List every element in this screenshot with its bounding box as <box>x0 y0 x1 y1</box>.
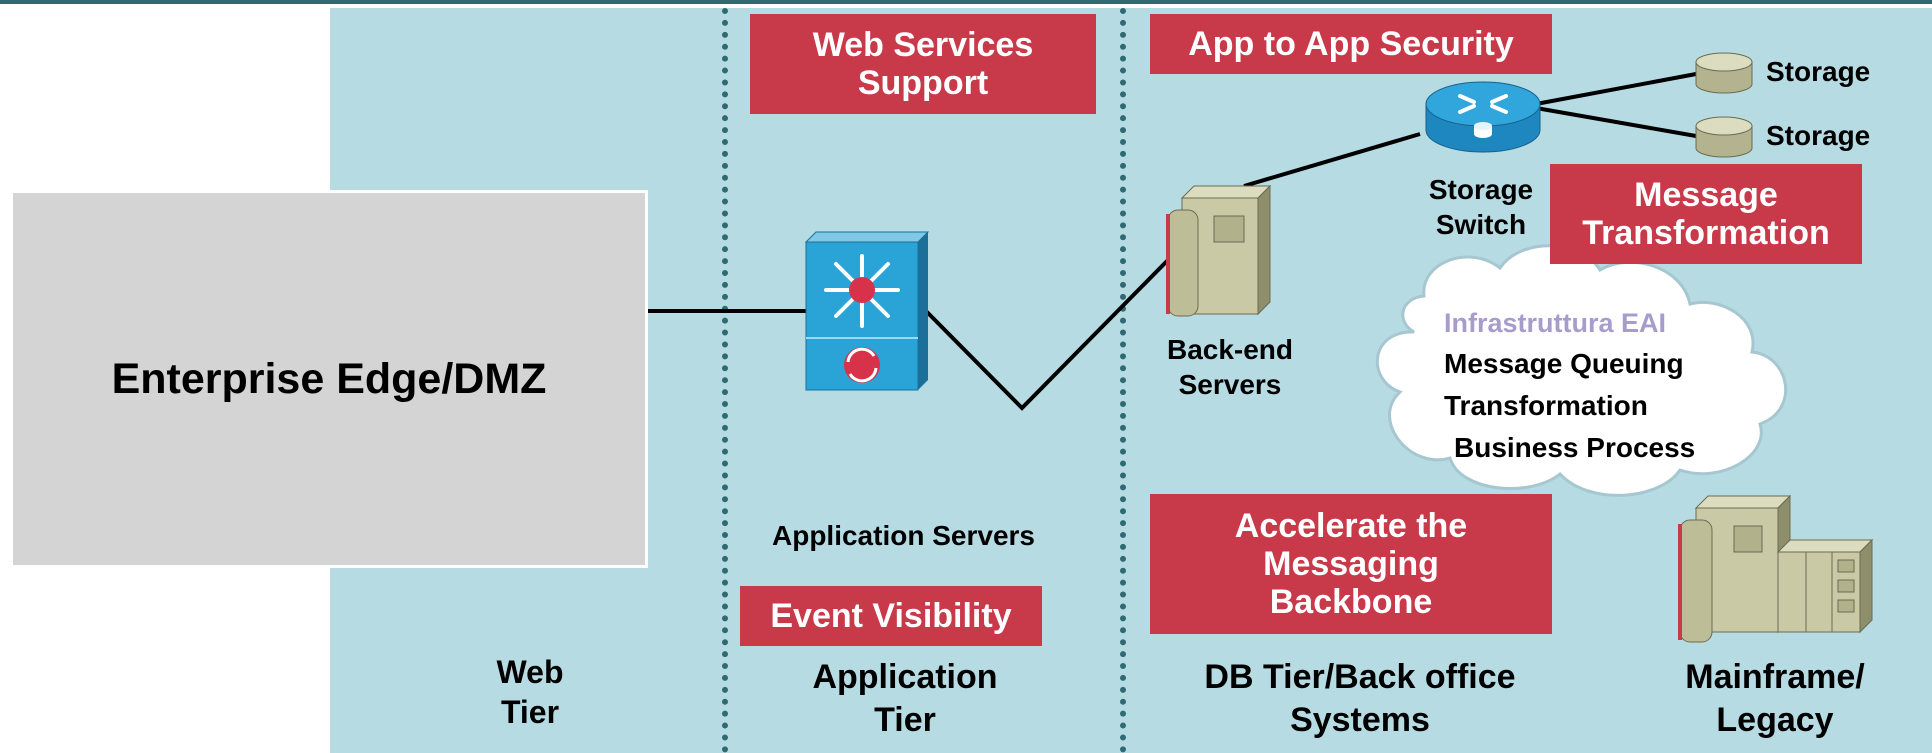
cloud-line-2: Transformation <box>1444 390 1648 421</box>
backend-switch-link-line <box>1243 132 1421 188</box>
multilayer-switch-icon <box>804 231 930 391</box>
application-tier-label-line2: Tier <box>874 700 936 739</box>
application-servers-label: Application Servers <box>772 520 1035 551</box>
application-tier-label: Application Tier <box>800 656 1010 741</box>
storage-disk-icon <box>1695 116 1753 158</box>
web-tier-label: Web Tier <box>470 652 590 732</box>
switch-storage1-line <box>1535 72 1697 106</box>
db-tier-label-line1: DB Tier/Back office <box>1204 658 1516 696</box>
mainframe-tier-label-line2: Legacy <box>1716 700 1834 739</box>
storage-switch-label-line2: Switch <box>1435 209 1527 240</box>
backend-servers-label-line1: Back-end <box>1166 334 1294 365</box>
backend-servers-label: Back-end Servers <box>1160 332 1300 402</box>
web-tier-label-line1: Web <box>496 654 564 690</box>
top-bar <box>0 0 1932 4</box>
db-tier-label-line2: Systems <box>1290 700 1430 739</box>
storage-label-1: Storage <box>1766 56 1871 87</box>
web-services-callout-text: Web Services Support <box>812 25 1034 102</box>
tier-divider-1 <box>722 8 728 753</box>
event-visibility-callout: Event Visibility <box>740 586 1042 646</box>
tier-divider-2 <box>1120 8 1126 753</box>
server-icon <box>1166 184 1272 317</box>
cloud-title: Infrastruttura EAI <box>1444 308 1667 338</box>
enterprise-edge-label: Enterprise Edge/DMZ <box>111 354 547 403</box>
storage-switch-label-line1: Storage <box>1428 174 1534 205</box>
accelerate-callout: Accelerate the Messaging Backbone <box>1150 494 1552 634</box>
web-tier-label-line2: Tier <box>500 694 560 730</box>
app-backend-link-line <box>924 258 1170 411</box>
enterprise-edge-box: Enterprise Edge/DMZ <box>10 190 648 568</box>
db-tier-label: DB Tier/Back office Systems <box>1170 656 1550 741</box>
storage-switch-label: Storage Switch <box>1416 172 1546 242</box>
mainframe-tier-label: Mainframe/ Legacy <box>1660 656 1890 741</box>
web-services-callout: Web Services Support <box>750 14 1096 114</box>
cloud-line-3: Business Process <box>1454 432 1696 463</box>
message-transformation-callout: Message Transformation <box>1550 164 1862 264</box>
cloud-icon <box>1375 244 1788 497</box>
message-transformation-callout-text: Message Transformation <box>1582 175 1830 252</box>
mainframe-tier-label-line1: Mainframe/ <box>1685 658 1865 696</box>
app-security-callout-text: App to App Security <box>1188 24 1514 63</box>
application-tier-label-line1: Application <box>812 658 998 696</box>
router-icon <box>1425 81 1541 153</box>
storage-disk-icon <box>1695 52 1753 94</box>
cloud-line-1: Message Queuing <box>1444 348 1684 379</box>
accelerate-callout-text: Accelerate the Messaging Backbone <box>1234 506 1468 622</box>
app-security-callout: App to App Security <box>1150 14 1552 74</box>
storage-label-2: Storage <box>1766 120 1871 151</box>
event-visibility-callout-text: Event Visibility <box>770 596 1012 635</box>
backend-servers-label-line2: Servers <box>1178 369 1282 400</box>
switch-storage2-line <box>1535 106 1697 138</box>
mainframe-icon <box>1678 494 1874 643</box>
